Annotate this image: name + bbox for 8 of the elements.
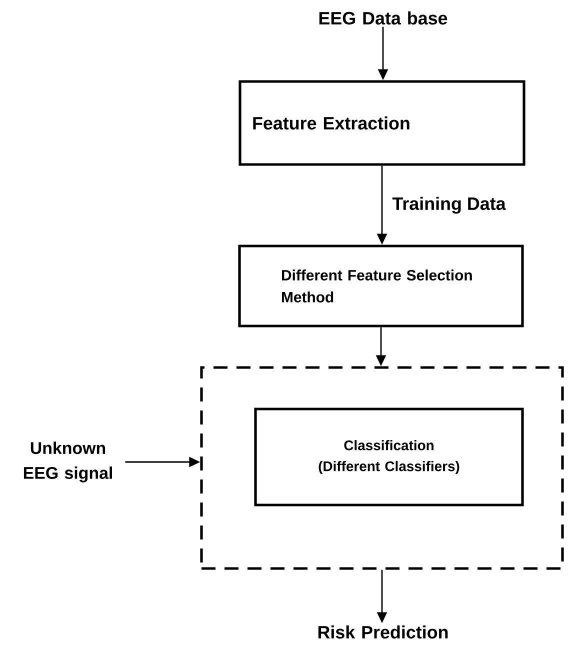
process-box: Classification (Different Classifiers): [254, 408, 524, 506]
text-label: Risk Prediction: [318, 625, 448, 639]
text-label: EEG Data base: [319, 11, 448, 25]
edge-label: Training Data: [390, 194, 508, 216]
dashed-group-box: [200, 366, 564, 570]
process-box: Feature Extraction: [238, 80, 526, 166]
process-box: Different Feature Selection Method: [238, 244, 524, 328]
text-label: Unknown EEG signal: [24, 442, 112, 482]
